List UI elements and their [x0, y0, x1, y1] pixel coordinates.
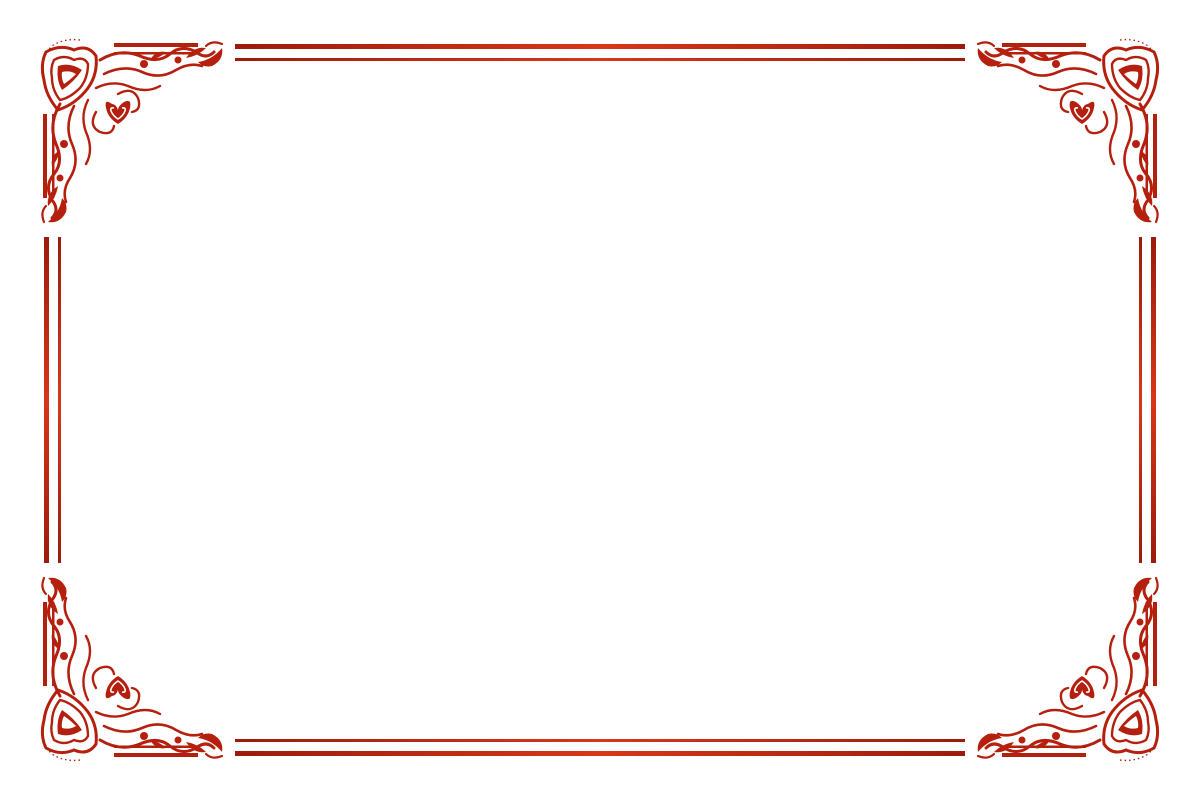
- top-border: [235, 44, 965, 61]
- left-border: [44, 237, 61, 563]
- frame-content-area: [70, 70, 1130, 730]
- bottom-border: [235, 739, 965, 756]
- right-border: [1139, 237, 1156, 563]
